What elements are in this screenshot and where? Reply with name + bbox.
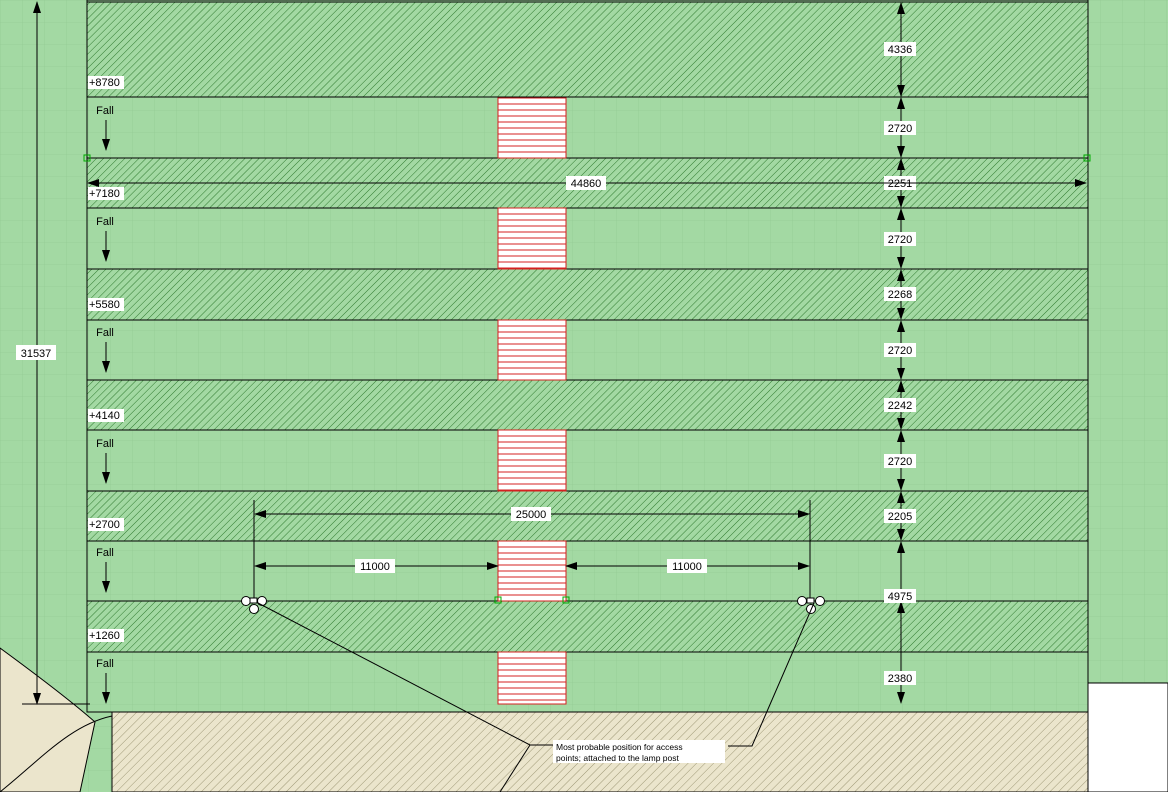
note-leader-right xyxy=(728,602,815,747)
access-point-left-icon xyxy=(241,596,267,614)
aisle-band-3 xyxy=(86,268,1089,321)
aisle-band-5 xyxy=(86,490,1089,542)
level-label-bg xyxy=(88,518,124,531)
vertical-dim-label-bg xyxy=(884,42,916,56)
vertical-dim-label-bg xyxy=(884,398,916,412)
vertical-dim-label: 2205 xyxy=(888,511,912,523)
width-marker-right xyxy=(1083,154,1091,162)
vertical-dim-label-bg xyxy=(884,671,916,685)
level-label: +4140 xyxy=(89,410,120,422)
stair-marker-right xyxy=(562,596,570,604)
staircases-group xyxy=(497,97,567,705)
right-offset-label-bg xyxy=(667,559,707,573)
vertical-dim-label-bg xyxy=(884,343,916,357)
vertical-dim-label: 2720 xyxy=(888,456,912,468)
level-label: +5580 xyxy=(89,299,120,311)
overall-height-label: 31537 xyxy=(21,348,52,360)
vertical-dim-label: 4975 xyxy=(888,591,912,603)
fall-label: Fall xyxy=(96,216,114,228)
level-labels-group: +8780Fall+7180Fall+5580Fall+4140Fall+270… xyxy=(88,76,124,704)
level-label-bg xyxy=(88,629,124,642)
staircase-4 xyxy=(497,429,567,492)
level-label: +1260 xyxy=(89,630,120,642)
fall-label: Fall xyxy=(96,658,114,670)
aisle-band-6 xyxy=(86,600,1089,653)
staircase-6 xyxy=(497,651,567,705)
overall-width-label: 44860 xyxy=(571,178,602,190)
level-label-bg xyxy=(88,409,124,422)
note-leader-bottom xyxy=(499,744,531,792)
vertical-dim-label: 4336 xyxy=(888,44,912,56)
note-line-2: points; attached to the lamp post xyxy=(556,753,679,763)
sand-area-left xyxy=(0,647,96,792)
fall-label: Fall xyxy=(96,105,114,117)
level-label-bg xyxy=(88,187,124,200)
vertical-dim-label: 2720 xyxy=(888,234,912,246)
left-offset-label: 11000 xyxy=(360,561,390,573)
aisles-group xyxy=(86,1,1089,653)
fall-label: Fall xyxy=(96,438,114,450)
vertical-dim-label: 2720 xyxy=(888,123,912,135)
note-box xyxy=(553,740,725,763)
level-label-bg xyxy=(88,298,124,311)
fall-label: Fall xyxy=(96,547,114,559)
road-curve xyxy=(0,715,113,792)
right-offset-label: 11000 xyxy=(672,561,702,573)
staircase-3 xyxy=(497,319,567,381)
vertical-dim-label-bg xyxy=(884,121,916,135)
vertical-dim-label: 2268 xyxy=(888,289,912,301)
vertical-dim-label-bg xyxy=(884,509,916,523)
level-label-bg xyxy=(88,76,124,89)
vertical-dim-label: 2242 xyxy=(888,400,912,412)
access-span-label-bg xyxy=(511,507,551,521)
fall-label: Fall xyxy=(96,327,114,339)
vertical-dim-label: 2720 xyxy=(888,345,912,357)
staircase-1 xyxy=(497,97,567,159)
aisle-band-4 xyxy=(86,379,1089,431)
staircase-5 xyxy=(497,540,567,602)
vertical-dim-label: 2380 xyxy=(888,673,912,685)
white-area-right xyxy=(1087,682,1168,792)
access-span-label: 25000 xyxy=(516,509,547,521)
vertical-dim-label-bg xyxy=(884,454,916,468)
vertical-dim-label-bg xyxy=(884,232,916,246)
overall-height-label-bg xyxy=(16,345,56,360)
level-label: +2700 xyxy=(89,519,120,531)
staircase-2 xyxy=(497,207,567,270)
width-marker-left xyxy=(83,154,91,162)
vertical-dim-label-bg xyxy=(884,287,916,301)
stair-marker-left xyxy=(494,596,502,604)
level-label: +8780 xyxy=(89,77,120,89)
vertical-dim-label-bg xyxy=(884,589,916,603)
left-offset-label-bg xyxy=(355,559,395,573)
overall-width-label-bg xyxy=(566,176,606,190)
aisle-band-1 xyxy=(86,1,1089,98)
parking-structure-outline xyxy=(86,0,1089,713)
level-label: +7180 xyxy=(89,188,120,200)
vertical-dim-label: 2251 xyxy=(888,178,912,190)
note-line-1: Most probable position for access xyxy=(556,742,683,752)
